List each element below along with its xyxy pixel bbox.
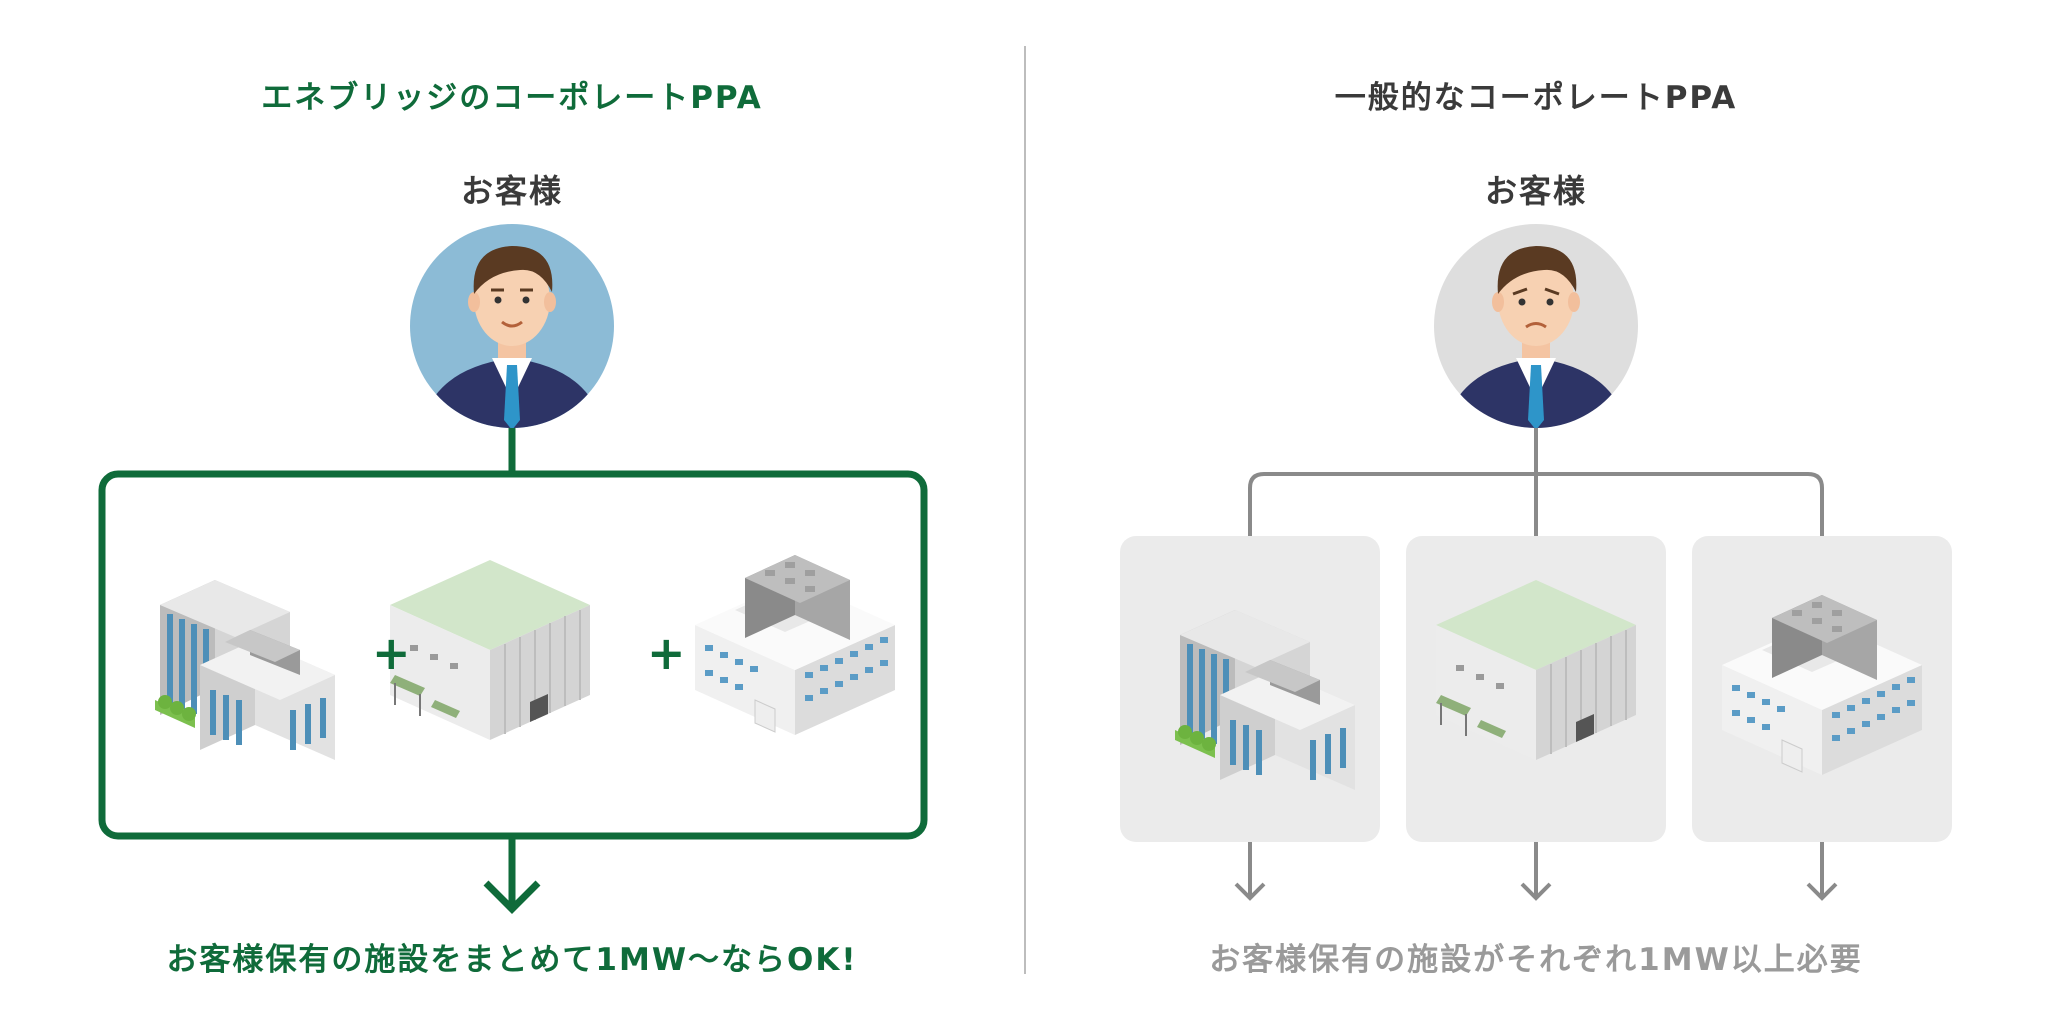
left-panel: エネブリッジのコーポレートPPA お客様 + + お客様保有の施設をまとめて1M… — [166, 80, 858, 978]
left-title: エネブリッジのコーポレートPPA — [261, 80, 763, 116]
right-customer-label: お客様 — [1484, 172, 1587, 210]
left-down-arrow-icon — [483, 880, 541, 914]
left-customer-label: お客様 — [460, 172, 563, 210]
right-down-arrows — [1234, 842, 1838, 901]
plus-sign-2: + — [647, 626, 686, 680]
plus-sign-1: + — [372, 626, 411, 680]
right-panel: 一般的なコーポレートPPA お客様 お客様保有の施設がそれぞれ1MW以上必要 — [1024, 0, 2048, 1018]
right-title: 一般的なコーポレートPPA — [1334, 80, 1738, 116]
left-conclusion: お客様保有の施設をまとめて1MW〜ならOK! — [166, 942, 858, 978]
right-conclusion: お客様保有の施設がそれぞれ1MW以上必要 — [1209, 942, 1863, 978]
center-divider — [1024, 46, 1026, 974]
right-branch-lines — [1248, 428, 1824, 536]
